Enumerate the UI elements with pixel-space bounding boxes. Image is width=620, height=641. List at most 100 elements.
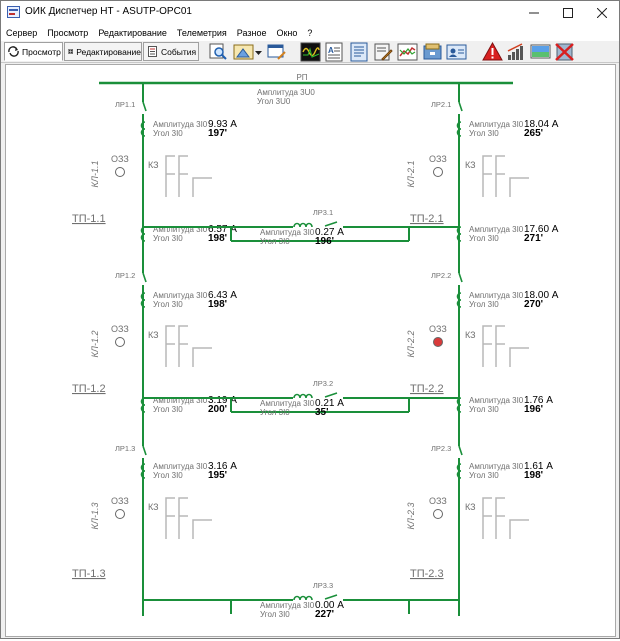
cable-label: КЛ-1.3 [90,503,100,530]
menu-server[interactable]: Сервер [6,27,38,38]
mode-view-tab[interactable]: Просмотр [4,42,63,61]
fault-indicator-flag [509,177,529,197]
mode-edit-tab[interactable]: Редактирование [64,42,142,61]
cable-label: КЛ-2.1 [406,161,416,188]
angle-value: 196' [315,236,334,247]
scheme-open-icon[interactable] [233,42,254,62]
menu-misc[interactable]: Разное [236,27,267,38]
cable-label: КЛ-2.3 [406,503,416,530]
mode-events-tab[interactable]: События [143,42,199,61]
amp-value: 6.57 А [208,224,237,235]
amp-value: 3.16 А [208,461,237,472]
disconnector-gap [457,273,462,285]
tie-disconnector-switch[interactable] [324,594,338,600]
angle-label: Угол 3I0 [153,129,183,138]
tie-current-transformer [293,393,313,399]
menu-view[interactable]: Просмотр [47,27,89,38]
user-card-icon[interactable] [446,42,467,62]
archive-icon[interactable] [422,42,443,62]
monitor-icon[interactable] [530,42,551,62]
angle-value: 198' [208,299,227,310]
amp-label: Амплитуда 3I0 [260,399,315,408]
substation-label: ТП-2.1 [410,213,444,225]
angle-value: 198' [208,233,227,244]
menu-window[interactable]: Окно [276,27,298,38]
angle-value: 197' [208,128,227,139]
angle-value: 195' [208,470,227,481]
fault-indicator-flag [495,155,505,197]
kz-label: КЗ [465,330,476,340]
toolbar: Просмотр Редактирование События [1,41,619,63]
kz-label: КЗ [148,502,159,512]
menu-telemetry[interactable]: Телеметрия [176,27,227,38]
disconnector-switch[interactable] [142,101,147,112]
kz-label: КЗ [465,160,476,170]
report-icon[interactable] [349,42,370,62]
disconnector-switch[interactable] [458,272,463,283]
trend-chart-icon[interactable] [397,42,418,62]
substation-label: ТП-2.2 [410,383,444,395]
close-button[interactable] [585,1,619,24]
amp-value: 0.21 А [315,398,344,409]
amp-label: Амплитуда 3I0 [153,120,208,129]
tie-current-transformer [293,595,313,601]
dropdown-arrow-icon[interactable] [254,42,263,62]
disconnector-switch[interactable] [142,445,147,456]
text-document-icon[interactable]: A [324,42,345,62]
disconnector-switch[interactable] [458,445,463,456]
window-edit-icon[interactable] [266,42,287,62]
cable-label: КЛ-1.1 [90,161,100,188]
angle-label: Угол 3I0 [153,234,183,243]
disconnect-icon[interactable] [554,42,575,62]
maximize-icon [563,7,573,18]
ozz-indicator-lamp [115,167,125,177]
tie-current-transformer [293,222,313,228]
current-transformer [456,397,462,413]
fault-indicator-flag [165,497,175,539]
amp-label: Амплитуда 3U0 [257,88,315,97]
minimize-button[interactable] [517,1,551,24]
disconnector-label: ЛР1.3 [115,444,135,453]
fault-indicator-flag [165,155,175,197]
amp-label: Амплитуда 3I0 [153,396,208,405]
maximize-button[interactable] [551,1,585,24]
oscilloscope-icon[interactable] [300,42,321,62]
fault-indicator-flag [482,497,492,539]
warning-icon[interactable] [482,42,503,62]
disconnector-switch[interactable] [142,272,147,283]
current-transformer [140,397,146,413]
tie-disconnector-label: ЛР3.2 [313,379,333,388]
journal-edit-icon[interactable] [373,42,394,62]
zoom-icon[interactable] [208,42,229,62]
tie-disconnector-switch[interactable] [324,392,338,398]
ozz-label: ОЗЗ [111,496,129,506]
tie-disconnector-label: ЛР3.3 [313,581,333,590]
menu-edit[interactable]: Редактирование [98,27,167,38]
mode-events-label: События [161,46,197,57]
tie-disconnector-switch[interactable] [324,221,338,227]
angle-value: 196' [524,404,543,415]
amp-value: 0.27 А [315,227,344,238]
amp-label: Амплитуда 3I0 [260,601,315,610]
signal-bars-icon[interactable] [506,42,527,62]
angle-label: Угол 3I0 [153,300,183,309]
disconnector-switch[interactable] [458,101,463,112]
menu-help[interactable]: ? [307,27,313,38]
angle-value: 198' [524,470,543,481]
angle-label: Угол 3I0 [469,405,499,414]
mode-view-label: Просмотр [22,46,61,57]
cable-label: КЛ-2.2 [406,331,416,358]
ozz-label: ОЗЗ [111,154,129,164]
ozz-indicator-lamp [433,337,443,347]
ozz-label: ОЗЗ [429,496,447,506]
